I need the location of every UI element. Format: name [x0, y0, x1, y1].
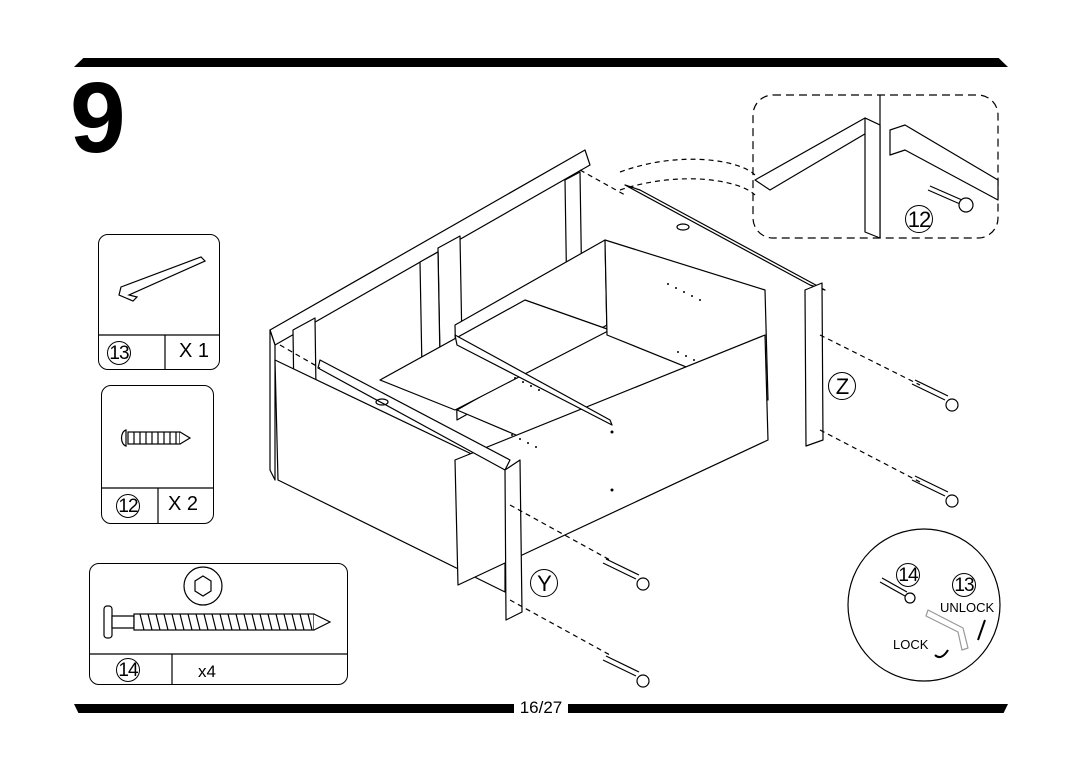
- unlock-label: UNLOCK: [940, 600, 995, 615]
- part-qty-13: X 1: [179, 340, 210, 362]
- footer-rule-left: [74, 704, 514, 713]
- lock-key-label: 13: [952, 573, 976, 597]
- part-id-13: 13: [107, 341, 131, 365]
- step-number: 9: [70, 62, 126, 174]
- screw-group: [602, 379, 959, 688]
- part-id-14: 14: [116, 658, 140, 682]
- page-indicator: 16/27: [519, 698, 563, 717]
- part-panel-long-screw: 14 x4: [89, 563, 348, 685]
- allen-key-icon: [118, 256, 207, 302]
- long-screw-icon: [103, 605, 332, 639]
- detail-part-label: 12: [905, 205, 933, 233]
- lock-label: LOCK: [893, 637, 929, 652]
- footer-rule-right: [568, 704, 1008, 713]
- lock-screw-label: 14: [896, 563, 920, 587]
- part-qty-14: x4: [198, 662, 216, 681]
- hex-socket-icon: [183, 566, 223, 606]
- header-rule: [74, 58, 1008, 67]
- part-qty-12: X 2: [168, 493, 199, 515]
- part-id-12: 12: [116, 494, 140, 518]
- short-screw-icon: [120, 429, 192, 447]
- part-panel-short-screw: 12 X 2: [101, 385, 214, 524]
- part-panel-allen-key: 13 X 1: [98, 234, 220, 370]
- face-z-label: Z: [828, 372, 856, 400]
- face-y-label: Y: [530, 569, 558, 597]
